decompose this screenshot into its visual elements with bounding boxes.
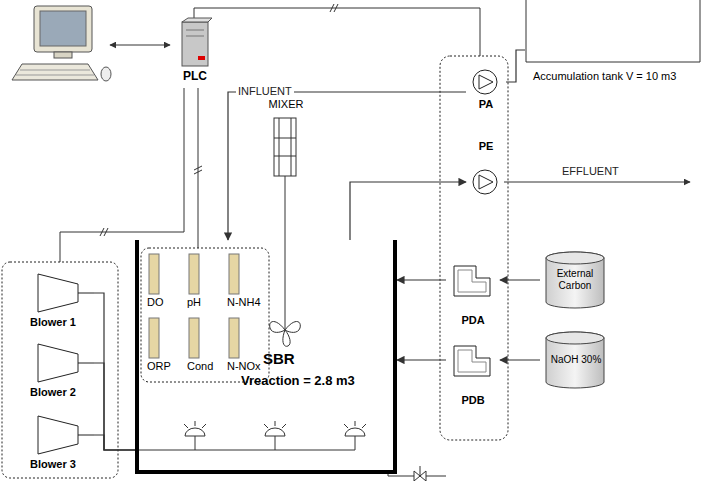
pipe-connector bbox=[94, 293, 135, 450]
node-label: SBR bbox=[263, 352, 295, 365]
node-label: ORP bbox=[147, 360, 171, 373]
sensor-probe: N-NH4 bbox=[227, 254, 265, 310]
pipe-connector bbox=[94, 435, 135, 450]
node-label: Blower 2 bbox=[30, 386, 76, 399]
pipe-connector bbox=[397, 359, 446, 360]
signal-wires bbox=[60, 4, 480, 262]
sensor-probe: ORP bbox=[147, 318, 185, 374]
accumulation-tank-outline bbox=[525, 0, 710, 98]
blower: Blower 3 bbox=[28, 414, 94, 474]
pipe-connector bbox=[506, 50, 525, 82]
node-label: pH bbox=[187, 296, 201, 309]
node-label: N-NH4 bbox=[227, 296, 261, 309]
mixer: MIXER bbox=[257, 98, 315, 178]
blower: Blower 1 bbox=[28, 272, 94, 332]
computer-icon bbox=[12, 6, 111, 81]
accumulation-tank: Accumulation tank V = 10 m3 bbox=[525, 0, 710, 98]
sbr-tank: SBR Vreaction = 2.8 m3 DO pH N-NH4ORP Cond N-N… bbox=[135, 240, 397, 474]
mixer-impeller bbox=[270, 176, 301, 346]
sensor-probe: DO bbox=[147, 254, 185, 310]
node-label: PLC bbox=[172, 70, 218, 83]
node-label: NaOH 30% bbox=[550, 354, 602, 366]
pump-group bbox=[440, 56, 508, 440]
pipe-connector bbox=[94, 363, 135, 450]
node-label: PA bbox=[466, 98, 506, 111]
pump: PA bbox=[466, 66, 506, 114]
aeration-diffusers bbox=[135, 421, 366, 450]
sensor-probe: Cond bbox=[187, 318, 225, 374]
pipe-connector bbox=[500, 359, 540, 360]
comm-link bbox=[110, 45, 170, 46]
effluent-line bbox=[504, 182, 690, 183]
node-label: PE bbox=[466, 140, 506, 153]
flow-label: EFFLUENT bbox=[560, 165, 621, 178]
node-label: Accumulation tank V = 10 m3 bbox=[533, 70, 676, 83]
chemical-tank: NaOH 30% bbox=[540, 330, 610, 392]
node-label: External Carbon bbox=[550, 268, 600, 292]
node-label: Blower 1 bbox=[30, 316, 76, 329]
pipe-connector bbox=[350, 182, 466, 240]
node-label: Blower 3 bbox=[30, 458, 76, 471]
sensor-probe: pH bbox=[187, 254, 225, 310]
pipe-connector bbox=[500, 279, 540, 280]
node-label: DO bbox=[147, 296, 164, 309]
dosing-pump: PDA bbox=[446, 262, 500, 330]
pipe-connector bbox=[228, 92, 466, 240]
flow-label: INFLUENT bbox=[236, 85, 294, 98]
pipe-connector bbox=[397, 279, 446, 280]
node-label: N-NOx bbox=[227, 360, 261, 373]
node-label: PDB bbox=[446, 394, 500, 407]
dosing-pump: PDB bbox=[446, 342, 500, 410]
node-label: Cond bbox=[187, 360, 213, 373]
node-label: PDA bbox=[446, 314, 500, 327]
chemical-tank: External Carbon bbox=[540, 250, 610, 310]
blower-group bbox=[2, 262, 118, 478]
node-label: MIXER bbox=[257, 98, 315, 111]
sensor-probe: N-NOx bbox=[227, 318, 265, 374]
plc-box: PLC bbox=[172, 20, 218, 88]
node-label: Vreaction = 2.8 m3 bbox=[241, 374, 355, 387]
pump: PE bbox=[466, 140, 506, 200]
blower: Blower 2 bbox=[28, 342, 94, 402]
